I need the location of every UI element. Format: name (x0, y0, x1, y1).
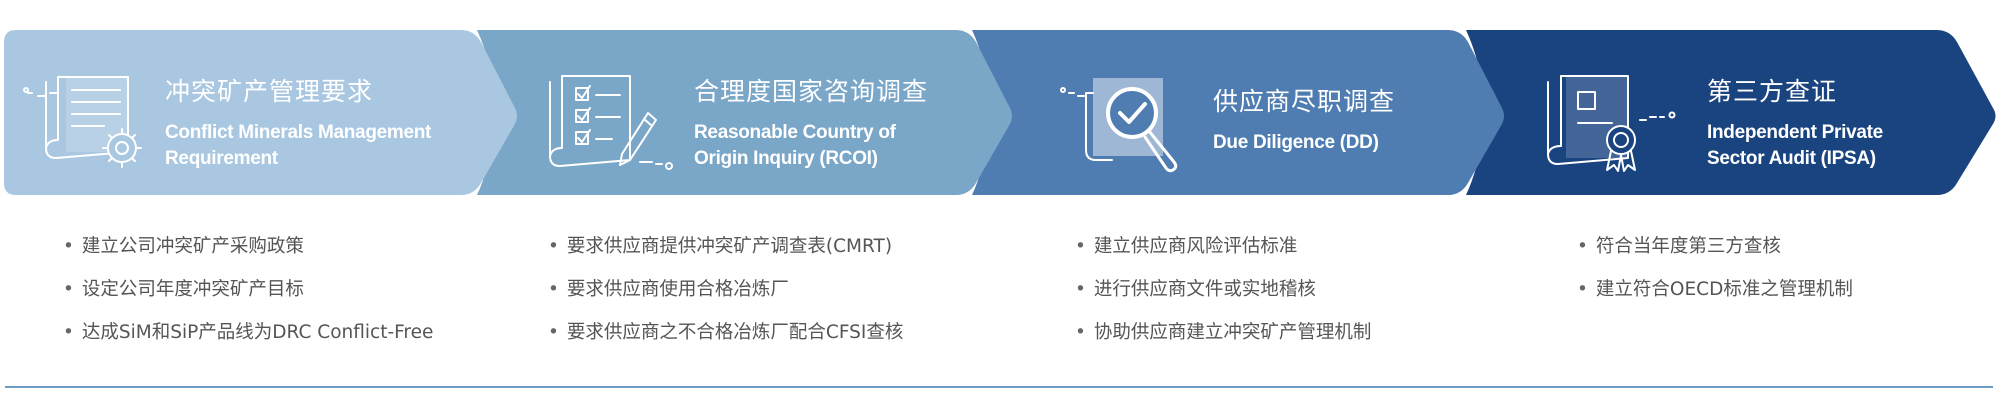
step-3-title-en-line1: Due Diligence (DD) (1213, 132, 1379, 153)
document-gear-icon (23, 76, 142, 168)
step-2-title: 合理度国家咨询调查 Reasonable Country of Origin I… (694, 72, 928, 172)
step-2-bullets: 要求供应商提供冲突矿产调查表(CMRT) 要求供应商使用合格冶炼厂 要求供应商之… (548, 233, 903, 362)
step-2-title-en-line2: Origin Inquiry (RCOI) (694, 148, 878, 169)
list-item: 要求供应商提供冲突矿产调查表(CMRT) (548, 233, 903, 276)
list-item: 要求供应商之不合格冶炼厂配合CFSI查核 (548, 319, 903, 362)
step-4-title-en-line2: Sector Audit (IPSA) (1707, 148, 1876, 169)
list-item: 要求供应商使用合格冶炼厂 (548, 276, 903, 319)
list-item: 进行供应商文件或实地稽核 (1075, 276, 1371, 319)
step-1-title-en-line1: Conflict Minerals Management (165, 122, 432, 143)
step-3-arrow (972, 30, 1504, 195)
list-item: 协助供应商建立冲突矿产管理机制 (1075, 319, 1372, 362)
certificate-ribbon-icon (1547, 75, 1676, 172)
step-4-bullets: 符合当年度第三方查核 建立符合OECD标准之管理机制 (1577, 233, 1853, 319)
step-4-arrow (1466, 30, 1996, 195)
list-item: 符合当年度第三方查核 (1577, 233, 1853, 276)
list-item: 建立供应商风险评估标准 (1075, 233, 1371, 276)
step-1-title: 冲突矿产管理要求 Conflict Minerals Management Re… (165, 72, 431, 172)
step-3-title: 供应商尽职调查 Due Diligence (DD) (1213, 82, 1395, 156)
step-4-title-zh: 第三方查证 (1707, 77, 1838, 106)
step-1-title-zh: 冲突矿产管理要求 (165, 77, 374, 106)
step-3-bullets: 建立供应商风险评估标准 进行供应商文件或实地稽核 协助供应商建立冲突矿产管理机制 (1075, 233, 1372, 362)
list-item: 建立符合OECD标准之管理机制 (1577, 276, 1853, 319)
list-item: 设定公司年度冲突矿产目标 (63, 276, 433, 319)
step-1-bullets: 建立公司冲突矿产采购政策 设定公司年度冲突矿产目标 达成SiM和SiP产品线为D… (63, 233, 433, 362)
step-4-title: 第三方查证 Independent Private Sector Audit (… (1707, 72, 1883, 172)
bottom-divider (5, 386, 1993, 388)
step-3-title-zh: 供应商尽职调查 (1213, 87, 1396, 116)
step-2-title-zh: 合理度国家咨询调查 (694, 77, 929, 106)
list-item: 建立公司冲突矿产采购政策 (63, 233, 433, 276)
step-4-title-en-line1: Independent Private (1707, 122, 1883, 143)
magnifier-check-icon (1060, 78, 1178, 173)
step-2-arrow (477, 30, 1012, 195)
list-item: 达成SiM和SiP产品线为DRC Conflict-Free (63, 319, 433, 362)
checklist-pencil-icon (549, 75, 673, 170)
step-1-title-en-line2: Requirement (165, 148, 278, 169)
step-2-title-en-line1: Reasonable Country of (694, 122, 896, 143)
